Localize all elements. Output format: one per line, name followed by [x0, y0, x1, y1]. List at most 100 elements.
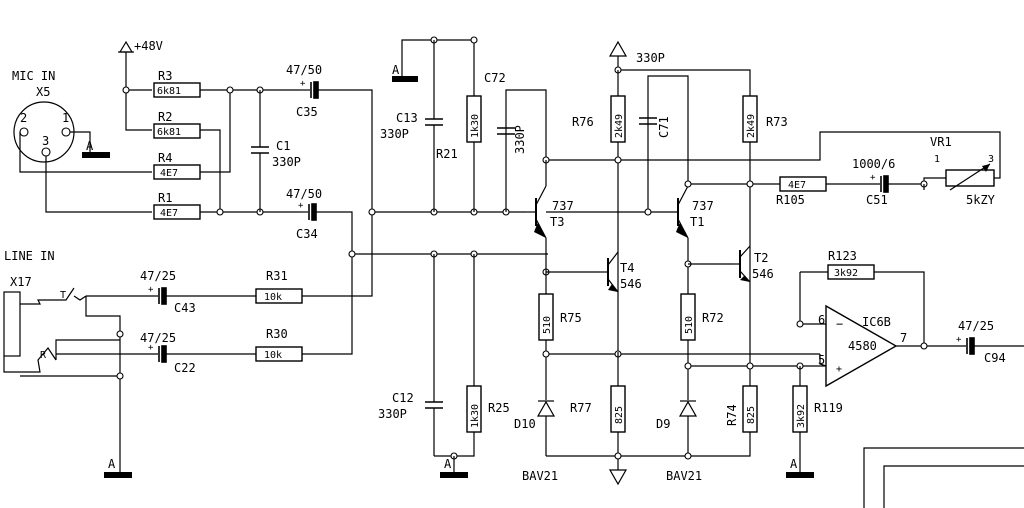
resistor-r21: 1k30 R21: [436, 95, 482, 212]
value-label: 4E7: [788, 180, 806, 191]
ref-label: R73: [766, 115, 788, 129]
type-label: 546: [620, 277, 642, 291]
ground-symbol: [82, 152, 110, 158]
pin2-label: 2: [20, 111, 27, 125]
x5-label: X5: [36, 85, 50, 99]
xlr-pin2: [19, 127, 29, 137]
node: [122, 86, 130, 94]
ref-label: T2: [754, 251, 768, 265]
resistor-r74: 825 R74: [725, 385, 758, 433]
wire: [819, 354, 827, 367]
wire-sleeve: [3, 356, 20, 373]
resistor-r25: 1k30 R25: [466, 254, 510, 433]
type-label: 737: [692, 199, 714, 213]
ref-label: C71: [657, 116, 671, 138]
xlr-pin3: [41, 147, 51, 157]
ground-symbol: [786, 472, 814, 478]
ref-label: C94: [984, 351, 1006, 365]
supply-label: 330P: [636, 51, 665, 65]
value-label: 1000/6: [852, 157, 895, 171]
wire-supply-r73: [618, 69, 751, 96]
ref-label: C72: [484, 71, 506, 85]
resistor-r3: 6k81 R3: [153, 69, 201, 98]
type-label: 546: [752, 267, 774, 281]
node: [684, 362, 692, 370]
ref-label: C34: [296, 227, 318, 241]
value-label: 47/50: [286, 187, 322, 201]
value-label: 510: [684, 316, 695, 334]
ref-label: R1: [158, 191, 172, 205]
wire-r4-up: [200, 90, 231, 173]
plus-sign: +: [298, 201, 304, 211]
wire-c34-out: [302, 211, 353, 355]
wire-48v-r3: [125, 52, 152, 91]
wire-top-gnd: [401, 39, 475, 96]
value-label: 510: [542, 316, 553, 334]
ref-label: R76: [572, 115, 594, 129]
wire-pin2-r4: [19, 132, 152, 173]
value-label: 1k30: [470, 114, 481, 138]
ref-label: R31: [266, 269, 288, 283]
wire: [874, 271, 925, 346]
capacitor-c51: + 1000/6 C51: [852, 157, 895, 207]
value-label: 10k: [264, 292, 282, 303]
gnd-label: A: [108, 457, 116, 471]
value-label: 1k30: [470, 404, 481, 428]
plus-sign: +: [148, 285, 154, 295]
minus-sign: −: [836, 317, 843, 331]
tip-label: T: [60, 290, 66, 301]
ref-label: R4: [158, 151, 172, 165]
type-label: BAV21: [666, 469, 702, 483]
resistor-r123: 3k92 R123: [827, 249, 875, 280]
value-label: 47/25: [958, 319, 994, 333]
ref-label: C13: [396, 111, 418, 125]
value-label: 3k92: [834, 268, 858, 279]
resistor-r73: 2k49 R73: [742, 95, 788, 143]
phantom-48v-supply: +48V: [118, 39, 163, 53]
capacitor-c13: C13 330P: [380, 40, 443, 212]
value-label: 330P: [380, 127, 409, 141]
wire-t3-collector-vr1: [546, 131, 1001, 179]
ref-label: R105: [776, 193, 805, 207]
plus-sign: +: [148, 343, 154, 353]
pin3-label: 3: [988, 154, 994, 165]
resistor-r77: 825 R77: [570, 385, 626, 433]
mic-in-label: MIC IN: [12, 69, 55, 83]
type-label: 737: [552, 199, 574, 213]
wire-pin1-gnd: [70, 131, 91, 152]
node: [216, 208, 224, 216]
transistor-t2: T2 546: [732, 245, 774, 283]
node: [684, 180, 692, 188]
gnd-label: A: [790, 457, 798, 471]
node: [746, 180, 754, 188]
resistor-r75: 510 R75: [538, 293, 582, 341]
ref-label: R119: [814, 401, 843, 415]
resistor-r76: 2k49 R76: [572, 95, 626, 143]
ref-label: R25: [488, 401, 510, 415]
diode-d10: D10 BAV21: [514, 400, 558, 483]
ref-label: R2: [158, 110, 172, 124]
gnd-label: A: [444, 457, 452, 471]
wire-jack-switch: [85, 296, 121, 472]
value-label: 330P: [378, 407, 407, 421]
gnd-label: A: [392, 63, 400, 77]
value-label: 2k49: [746, 114, 757, 138]
node: [470, 36, 478, 44]
value-label: 4E7: [160, 208, 178, 219]
value-label: 6k81: [157, 86, 181, 97]
node: [614, 156, 622, 164]
value-label: 47/25: [140, 331, 176, 345]
opamp-ic6b: IC6B 4580 − + 6 5 7: [818, 304, 907, 388]
pin5-label: 5: [818, 353, 825, 367]
resistor-r4: 4E7 R4: [153, 151, 201, 180]
node: [116, 372, 124, 380]
value-label: 330P: [272, 155, 301, 169]
ref-label: R74: [725, 404, 739, 426]
ref-label: C43: [174, 301, 196, 315]
board-outline-inner: [883, 465, 1024, 508]
resistor-r119: 3k92 R119: [792, 385, 843, 433]
ref-label: C1: [276, 139, 290, 153]
ring-label: R: [40, 350, 47, 361]
value-label: 825: [614, 406, 625, 424]
value-label: 3k92: [796, 404, 807, 428]
